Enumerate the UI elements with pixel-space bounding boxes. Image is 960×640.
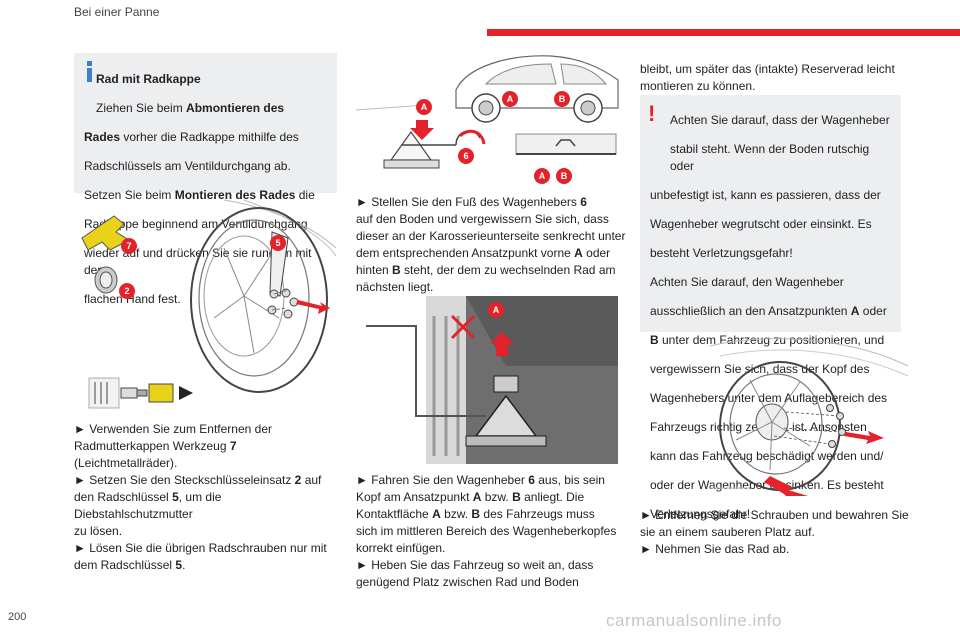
warning-text: stabil steht. Wenn der Boden rutschig od… bbox=[670, 142, 870, 173]
warning-text: Verletzungsgefahr! bbox=[650, 507, 751, 521]
info-text: Ziehen Sie beim bbox=[96, 101, 187, 115]
info-box-title: Rad mit Radkappe bbox=[96, 72, 201, 86]
info-text: Setzen Sie beim bbox=[84, 188, 175, 202]
label-2: 2 bbox=[124, 286, 129, 296]
step-text: dem Radschlüssel bbox=[74, 558, 176, 572]
warning-icon: ! bbox=[648, 101, 656, 126]
step-text: ► Lösen Sie die übrigen Radschrauben nur… bbox=[74, 541, 327, 555]
warning-text: unter dem Fahrzeug zu positionieren, und bbox=[658, 333, 885, 347]
warning-text: unbefestigt ist, kann es passieren, dass… bbox=[650, 188, 881, 202]
point-label: A bbox=[472, 490, 482, 504]
step-text: sich im mittleren Bereich des Wagenheber… bbox=[356, 524, 617, 538]
header-accent-bar bbox=[487, 29, 960, 36]
step-text: dem entsprechenden Ansatzpunkt vorne bbox=[356, 246, 575, 260]
warning-text: oder bbox=[859, 304, 887, 318]
step-text: ► Nehmen Sie das Rad ab. bbox=[640, 542, 790, 556]
step-text: ► Verwenden Sie zum Entfernen der bbox=[74, 422, 272, 436]
warning-text: Wagenhebers unter dem Auflagebereich des bbox=[650, 391, 888, 405]
bolt-removal-illustration bbox=[709, 338, 909, 496]
step-number: 6 bbox=[580, 195, 587, 209]
step-text: auf den Boden und vergewissern Sie sich,… bbox=[356, 212, 609, 226]
point-label: B bbox=[650, 333, 659, 347]
label-7: 7 bbox=[126, 241, 131, 251]
step-text: zu lösen. bbox=[74, 524, 123, 538]
label-a: A bbox=[539, 171, 546, 181]
point-label: A bbox=[850, 304, 860, 318]
label-a: A bbox=[493, 305, 500, 315]
step-text: ► Fahren Sie den Wagenheber bbox=[356, 473, 529, 487]
step-text: sie an einem sauberen Platz auf. bbox=[640, 525, 815, 539]
warning-text: ausschließlich an den Ansatzpunkten bbox=[650, 304, 851, 318]
info-icon bbox=[86, 61, 94, 83]
step-number: 5 bbox=[175, 558, 183, 572]
step-text: anliegt. Die bbox=[520, 490, 585, 504]
info-text: flachen Hand fest. bbox=[84, 292, 181, 306]
label-6: 6 bbox=[463, 151, 468, 161]
info-text: die bbox=[295, 188, 315, 202]
warning-box: ! Achten Sie darauf, dass der Wagenheber… bbox=[640, 95, 901, 521]
page-number: 200 bbox=[8, 611, 27, 623]
step-text: auf bbox=[301, 473, 322, 487]
step-text: Radmutterkappen Werkzeug bbox=[74, 439, 230, 453]
step-text: bleibt, um später das (intakte) Reserver… bbox=[640, 62, 895, 76]
label-a: A bbox=[507, 94, 514, 104]
step-text: , um die Diebstahlschutzmutter bbox=[74, 490, 222, 521]
info-text-bold: Abmontieren des bbox=[186, 101, 285, 115]
point-label: B bbox=[471, 507, 481, 521]
step-number: 2 bbox=[294, 473, 302, 487]
step-number: 6 bbox=[528, 473, 535, 487]
warning-text: Achten Sie darauf, den Wagenheber bbox=[650, 275, 844, 289]
step-text: oder bbox=[582, 246, 611, 260]
warning-text: besteht Verletzungsgefahr! bbox=[650, 246, 793, 260]
label-b: B bbox=[561, 171, 568, 181]
step-text: des Fahrzeugs muss bbox=[480, 507, 595, 521]
step-text: den Radschlüssel bbox=[74, 490, 173, 504]
point-label: A bbox=[574, 246, 583, 260]
info-text: Radschlüssels am Ventildurchgang ab. bbox=[84, 159, 291, 173]
step-number: 5 bbox=[172, 490, 179, 504]
watermark: carmanualsonline.info bbox=[606, 611, 782, 630]
info-text-bold: Rades bbox=[84, 130, 121, 144]
step-text: ► Heben Sie das Fahrzeug so weit an, das… bbox=[356, 558, 594, 572]
step-text: ► Entfernen Sie die Schrauben und bewahr… bbox=[640, 508, 909, 522]
step-text: ► Setzen Sie den Steckschlüsseleinsatz bbox=[74, 473, 295, 487]
wheel-removal-illustration: 7 5 2 bbox=[81, 199, 337, 409]
step-text: bzw. bbox=[481, 490, 513, 504]
step-text: (Leichtmetallräder). bbox=[74, 456, 178, 470]
point-label: A bbox=[432, 507, 441, 521]
warning-text: kann das Fahrzeug beschädigt werden und/ bbox=[650, 449, 884, 463]
step-text: dieser an der Karosserieunterseite senkr… bbox=[356, 229, 626, 243]
step-text: Kontaktfläche bbox=[356, 507, 433, 521]
info-text-bold: Montieren des Rades bbox=[174, 188, 296, 202]
step-text: montieren zu können. bbox=[640, 79, 756, 93]
label-5: 5 bbox=[275, 238, 280, 248]
step-text: nächsten liegt. bbox=[356, 280, 434, 294]
step-text: bzw. bbox=[440, 507, 472, 521]
info-text: vorher die Radkappe mithilfe des bbox=[120, 130, 299, 144]
point-label: B bbox=[392, 263, 401, 277]
warning-text: Wagenheber wegrutscht oder einsinkt. Es bbox=[650, 217, 872, 231]
step-text: ► Stellen Sie den Fuß des Wagenhebers bbox=[356, 195, 581, 209]
label-b: B bbox=[559, 94, 566, 104]
jack-position-illustration: A A B 6 A B bbox=[356, 55, 619, 184]
step-text: genügend Platz zwischen Rad und Boden bbox=[356, 575, 579, 589]
step-text: Kopf am Ansatzpunkt bbox=[356, 490, 473, 504]
warning-text: Achten Sie darauf, dass der Wagenheber bbox=[670, 113, 890, 127]
warning-text: oder der Wagenheber einsinken. Es besteh… bbox=[650, 478, 884, 492]
label-a: A bbox=[421, 102, 428, 112]
step-text: korrekt einfügen. bbox=[356, 541, 446, 555]
step-text: hinten bbox=[356, 263, 393, 277]
step-text: . bbox=[182, 558, 186, 572]
point-label: B bbox=[512, 490, 521, 504]
info-box: Rad mit Radkappe Ziehen Sie beim Abmonti… bbox=[74, 53, 337, 306]
section-title: Bei einer Panne bbox=[74, 5, 160, 19]
step-text: steht, der dem zu wechselnden Rad am bbox=[400, 263, 616, 277]
step-number: 7 bbox=[229, 439, 237, 453]
jack-contact-illustration: A bbox=[356, 296, 618, 464]
step-text: aus, bis sein bbox=[534, 473, 605, 487]
